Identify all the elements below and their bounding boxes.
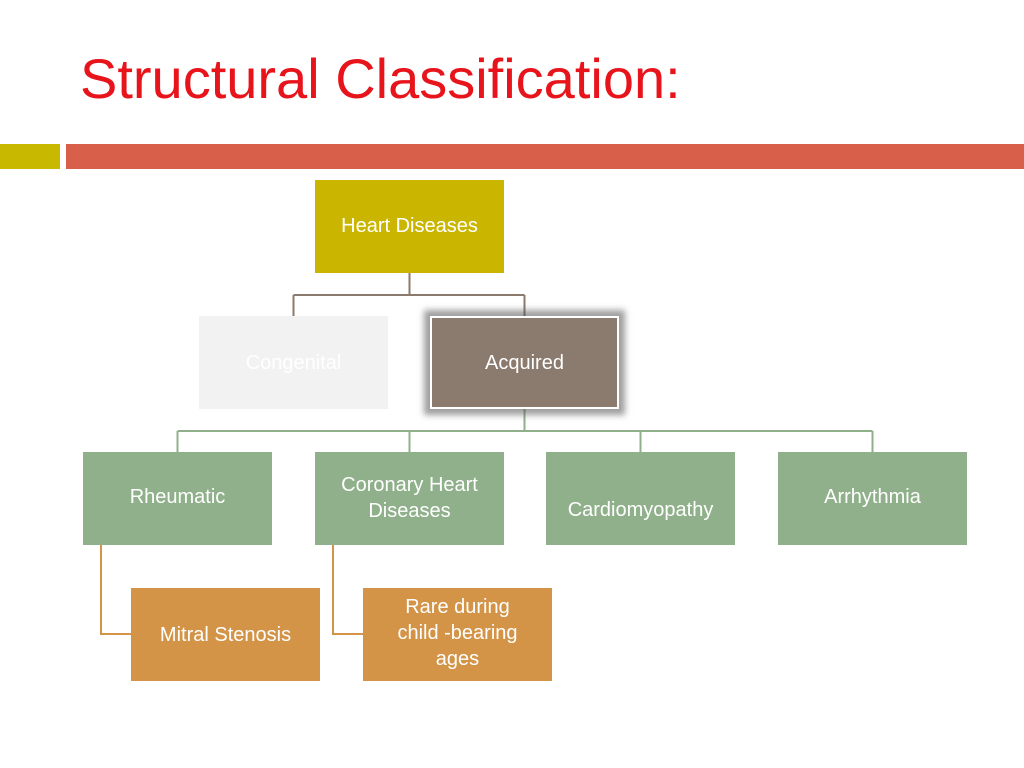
connector-rheumatic-to-mitral [100,545,131,635]
node-rare-during-child-bearing-ages: Rare during child -bearing ages [363,588,552,681]
node-congenital: Congenital [199,316,388,409]
node-cardiomyopathy: Cardiomyopathy [546,452,735,545]
node-mitral-stenosis: Mitral Stenosis [131,588,320,681]
connector-acquired-to-children [176,409,874,452]
node-arrhythmia: Arrhythmia [778,452,967,545]
node-coronary-heart-diseases: Coronary Heart Diseases [315,452,504,545]
accent-bar-left [0,144,60,169]
connector-coronary-to-rare [332,545,363,635]
accent-bar-right [66,144,1024,169]
connector-root-to-children [292,273,526,316]
node-heart-diseases: Heart Diseases [315,180,504,273]
node-rheumatic: Rheumatic [83,452,272,545]
node-acquired: Acquired [430,316,619,409]
slide-title: Structural Classification: [80,47,681,110]
